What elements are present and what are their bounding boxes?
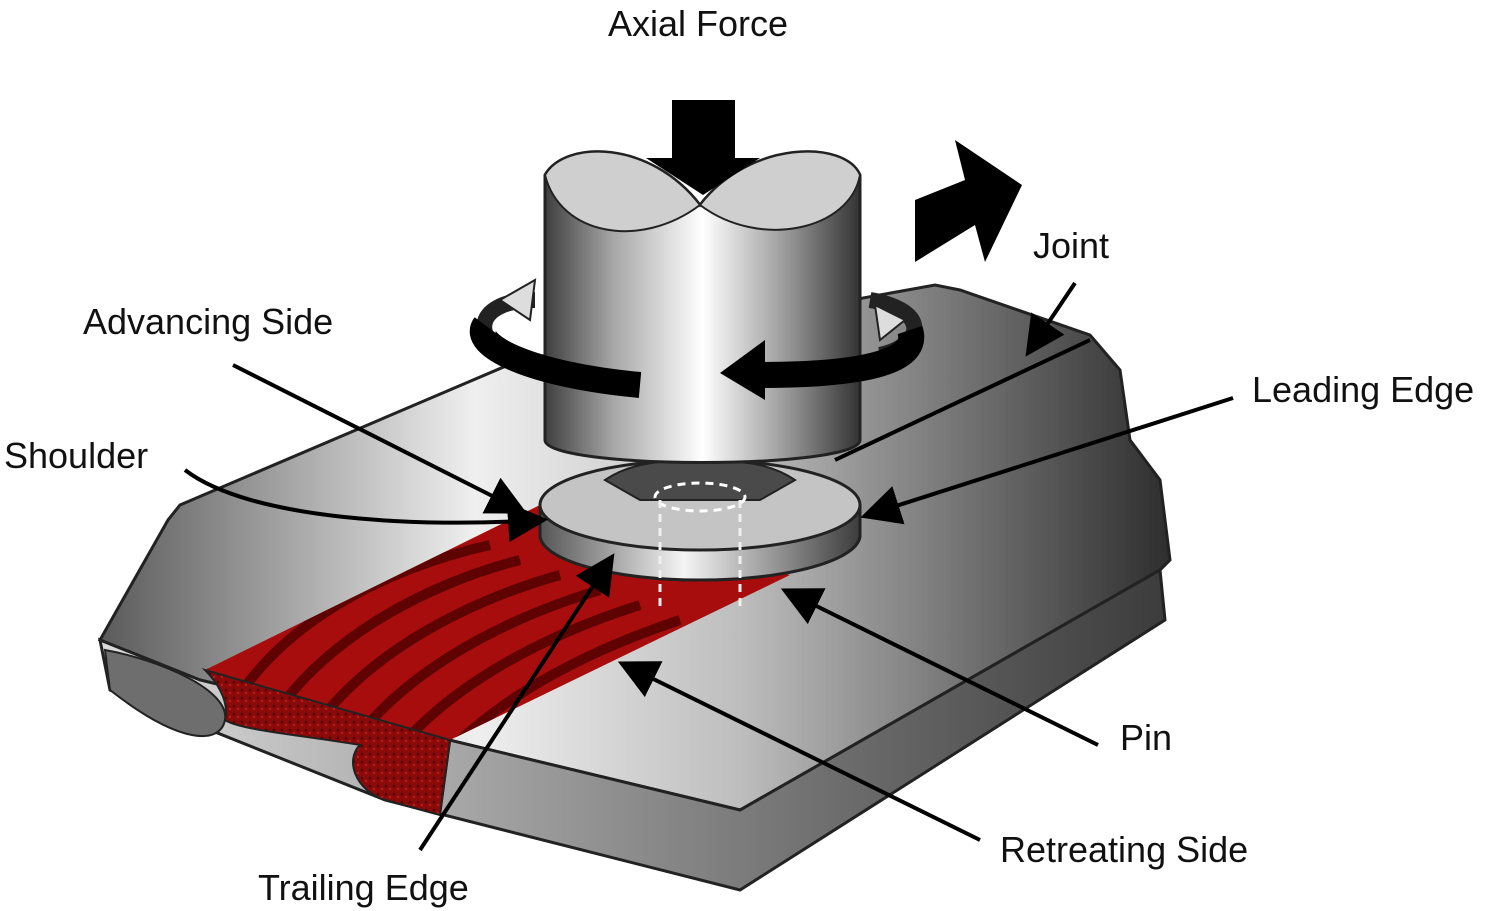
leader-pin — [780, 588, 1099, 747]
leader-joint — [1025, 281, 1077, 357]
label-axial-force: Axial Force — [608, 3, 788, 44]
pin-outline — [653, 481, 747, 513]
label-joint: Joint — [1033, 225, 1109, 266]
axial-force-arrow — [646, 100, 760, 195]
leader-leading-edge — [860, 396, 1234, 525]
label-pin: Pin — [1120, 717, 1172, 758]
tool-top-face — [543, 150, 862, 233]
label-retreating-side: Retreating Side — [1000, 829, 1248, 870]
rotation-arrow-front-right — [759, 325, 925, 388]
leader-joint-seam — [834, 338, 1091, 462]
leader-trailing-edge — [418, 553, 615, 852]
label-advancing-side: Advancing Side — [83, 301, 333, 342]
rotation-arrow-front-left — [469, 317, 642, 398]
welding-direction-arrow — [915, 140, 1022, 262]
leader-advancing-side — [232, 363, 528, 514]
weld-cross-section — [201, 667, 452, 817]
tool-neck — [603, 458, 797, 501]
leader-shoulder — [183, 468, 548, 543]
leader-retreating-side — [617, 661, 981, 842]
rotation-arrow — [469, 278, 925, 400]
leader-lines — [183, 281, 1234, 852]
label-leading-edge: Leading Edge — [1252, 369, 1474, 410]
label-shoulder: Shoulder — [4, 435, 148, 476]
label-trailing-edge: Trailing Edge — [258, 867, 469, 908]
rotation-arrowhead — [720, 340, 765, 400]
